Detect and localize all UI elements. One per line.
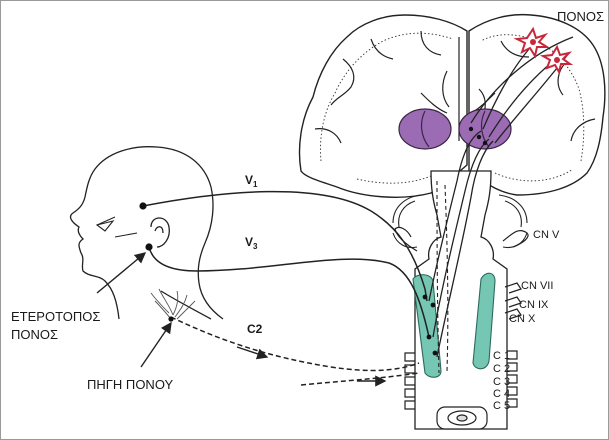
neck-muscle-marks (151, 289, 195, 319)
brain-cortex (300, 15, 605, 198)
v3-pathway (149, 247, 429, 337)
label-v3: V3 (245, 235, 258, 251)
label-pain: ΠΟΝΟΣ (557, 9, 604, 24)
label-cn-vii: CN VII (521, 280, 553, 292)
label-referred-pain-1: ΕΤΕΡΟΤΟΠΟΣ (11, 309, 100, 324)
label-cn-v: CN V (533, 229, 560, 241)
pointer-arrows (97, 253, 385, 381)
thalamus-left (399, 109, 451, 149)
label-v1: V1 (245, 173, 258, 189)
label-cn-x: CN X (509, 313, 536, 325)
label-referred-pain-2: ΠΟΝΟΣ (11, 327, 58, 342)
label-c5: C 5 (493, 400, 510, 412)
arrow-pain-source (141, 323, 171, 367)
arrow-referred-pain (97, 253, 145, 293)
head-profile (71, 147, 223, 319)
label-c2: C2 (247, 322, 263, 336)
c2-pathway-lower (301, 373, 419, 385)
label-c4: C 4 (493, 388, 510, 400)
label-cn-ix: CN IX (519, 299, 549, 311)
v1-pathway (143, 192, 427, 301)
label-pain-source: ΠΗΓΗ ΠΟΝΟΥ (87, 377, 174, 392)
label-c1: C 1 (493, 350, 510, 362)
spinal-cord-bottom (437, 407, 487, 429)
label-c3: C 3 (493, 376, 510, 388)
nerve-pathways (143, 192, 429, 385)
c2-pathway (171, 317, 419, 370)
label-c2-seg: C 2 (493, 363, 510, 375)
